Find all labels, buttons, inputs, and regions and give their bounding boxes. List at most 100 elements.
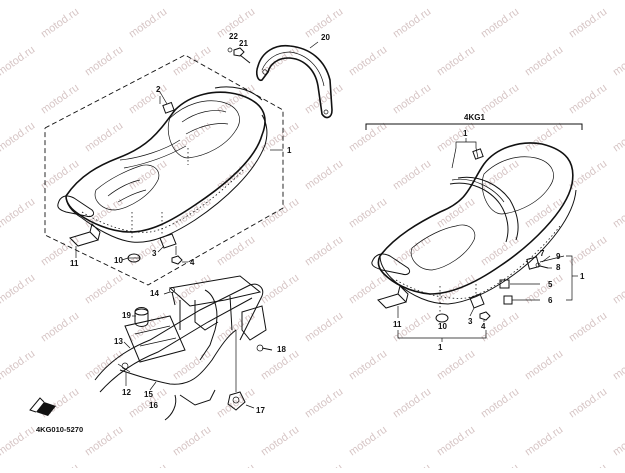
callout-13: 13	[114, 337, 123, 346]
watermark-text: motod.ru	[39, 82, 81, 117]
callout-18: 18	[277, 345, 286, 354]
watermark-text: motod.ru	[83, 44, 125, 79]
bracket-part-11	[377, 285, 409, 309]
watermark-text: motod.ru	[127, 158, 169, 193]
watermark-text: motod.ru	[567, 462, 609, 468]
callout-5: 5	[548, 280, 553, 289]
watermark-text: motod.ru	[0, 0, 37, 2]
watermark-text: motod.ru	[523, 424, 565, 459]
callout-8: 8	[556, 263, 561, 272]
watermark-text: motod.ru	[435, 0, 477, 2]
watermark-text: motod.ru	[435, 348, 477, 383]
forward-arrow-icon	[29, 397, 56, 416]
callout-1-bottom: 1	[438, 343, 443, 352]
watermark-text: motod.ru	[611, 424, 625, 459]
watermark-text: motod.ru	[83, 0, 125, 2]
watermark-text: motod.ru	[171, 272, 213, 307]
watermark-text: motod.ru	[611, 120, 625, 155]
diagram-code: 4KG010-5270	[36, 425, 83, 434]
watermark-text: motod.ru	[611, 0, 625, 2]
watermark-text: motod.ru	[303, 386, 345, 421]
watermark-text: motod.ru	[435, 424, 477, 459]
callout-2: 2	[156, 85, 161, 94]
watermark-text: motod.ru	[347, 424, 389, 459]
callout-16: 16	[149, 401, 158, 410]
watermark-text: motod.ru	[83, 348, 125, 383]
watermark-text: motod.ru	[567, 82, 609, 117]
watermark-text: motod.ru	[0, 348, 37, 383]
watermark-text: motod.ru	[171, 196, 213, 231]
watermark-text: motod.ru	[391, 6, 433, 41]
watermark-text: motod.ru	[303, 158, 345, 193]
watermark-text: motod.ru	[83, 120, 125, 155]
watermark-text: motod.ru	[171, 44, 213, 79]
watermark-text: motod.ru	[523, 272, 565, 307]
callout-4: 4	[190, 258, 195, 267]
watermark-text: motod.ru	[39, 310, 81, 345]
watermark-text: motod.ru	[567, 6, 609, 41]
watermark-text: motod.ru	[127, 462, 169, 468]
watermark-text: motod.ru	[303, 234, 345, 269]
right-seat-assembly: 4KG1	[365, 113, 585, 352]
watermark-text: motod.ru	[567, 234, 609, 269]
watermark-text: motod.ru	[523, 0, 565, 2]
callout-22: 22	[229, 32, 238, 41]
watermark-text: motod.ru	[171, 348, 213, 383]
watermark-text: motod.ru	[347, 196, 389, 231]
watermark-text: motod.ru	[479, 6, 521, 41]
watermark-text: motod.ru	[83, 196, 125, 231]
watermark-text: motod.ru	[523, 348, 565, 383]
watermark-text: motod.ru	[611, 44, 625, 79]
part-6	[503, 295, 513, 305]
nut-part-4	[479, 311, 491, 321]
callout-10: 10	[114, 256, 123, 265]
bracket-part-3	[159, 233, 177, 249]
part-5	[499, 279, 510, 289]
watermark-text: motod.ru	[171, 424, 213, 459]
watermark-text: motod.ru	[347, 272, 389, 307]
watermark-text: motod.ru	[435, 196, 477, 231]
callout-6: 6	[548, 296, 553, 305]
watermark-text: motod.ru	[171, 120, 213, 155]
watermark-text: motod.ru	[83, 424, 125, 459]
callout-1-top: 1	[463, 129, 468, 138]
damper-part-10	[435, 313, 449, 323]
watermark-text: motod.ru	[0, 44, 37, 79]
left-seat	[57, 86, 268, 243]
watermark-text: motod.ru	[127, 234, 169, 269]
watermark-text: motod.ru	[611, 196, 625, 231]
callout-12: 12	[122, 388, 131, 397]
watermark-text: motod.ru	[391, 386, 433, 421]
watermark-text: motod.ru	[567, 310, 609, 345]
watermark-text: motod.ru	[479, 462, 521, 468]
watermark-text: motod.ru	[347, 0, 389, 2]
part-8	[539, 265, 549, 269]
callout-20: 20	[321, 33, 330, 42]
bracket-part-3	[469, 293, 485, 309]
watermark-text: motod.ru	[303, 310, 345, 345]
bracket-part-11	[69, 223, 101, 247]
left-seat-assembly: 2 1 11 10 3 4	[44, 54, 292, 286]
watermark-text: motod.ru	[0, 424, 37, 459]
callout-9: 9	[556, 252, 561, 261]
watermark-text: motod.ru	[523, 120, 565, 155]
watermark-text: motod.ru	[215, 462, 257, 468]
callout-11: 11	[393, 320, 402, 329]
watermark-text: motod.ru	[347, 348, 389, 383]
callout-10: 10	[438, 322, 447, 331]
watermark-text: motod.ru	[347, 120, 389, 155]
watermark-text: motod.ru	[127, 82, 169, 117]
watermark-text: motod.ru	[567, 386, 609, 421]
seat-lock-assembly: 14 19 13 12 15 16 17 18	[94, 275, 286, 421]
watermark-text: motod.ru	[259, 272, 301, 307]
callout-1-right: 1	[580, 272, 585, 281]
grab-bar-part-20	[255, 44, 333, 119]
callout-1: 1	[287, 146, 292, 155]
callout-3: 3	[468, 317, 473, 326]
watermark-text: motod.ru	[259, 424, 301, 459]
watermark-text: motod.ru	[391, 462, 433, 468]
watermark-text: motod.ru	[611, 348, 625, 383]
callout-17: 17	[256, 406, 265, 415]
watermark-text: motod.ru	[83, 272, 125, 307]
watermark-text: motod.ru	[303, 462, 345, 468]
